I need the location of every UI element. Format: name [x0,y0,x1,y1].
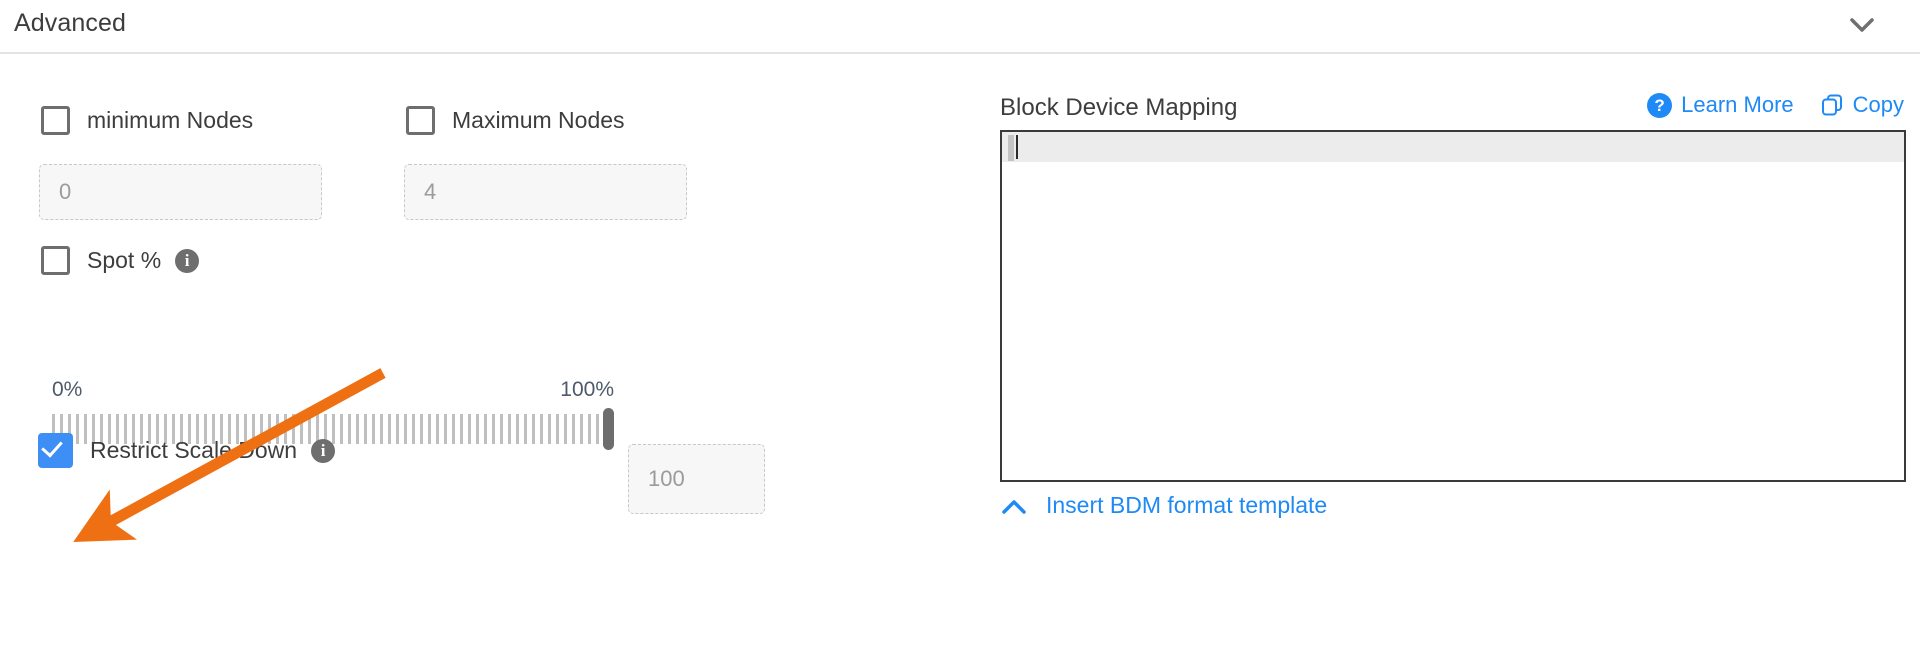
maximum-nodes-label: Maximum Nodes [452,107,625,133]
slider-min-label: 0% [52,378,83,401]
minimum-nodes-label: minimum Nodes [87,107,254,133]
editor-active-line [1002,132,1904,162]
minimum-nodes-checkbox[interactable] [41,106,70,135]
question-mark-icon: ? [1647,92,1673,118]
restrict-scale-down-label: Restrict Scale Down [90,437,298,463]
spot-percent-value-input[interactable]: 100 [628,444,765,514]
advanced-left-panel: minimum Nodes 0 Maximum Nodes 4 Spot % i… [0,54,960,656]
block-device-mapping-panel: Block Device Mapping ? Learn More Copy [1000,54,1920,656]
editor-caret [1016,135,1018,159]
advanced-section-header: Advanced [0,0,1920,54]
bdm-actions: ? Learn More Copy [1647,92,1904,118]
copy-button[interactable]: Copy [1820,92,1904,118]
minimum-nodes-row: minimum Nodes [41,106,253,135]
slider-max-label: 100% [560,378,614,401]
block-device-mapping-editor[interactable] [1000,130,1906,482]
maximum-nodes-input[interactable]: 4 [404,164,687,220]
learn-more-label: Learn More [1681,92,1794,117]
minimum-nodes-input[interactable]: 0 [39,164,322,220]
restrict-scale-down-row: Restrict Scale Down i [38,433,336,468]
spot-percent-row: Spot % i [41,246,200,275]
info-icon[interactable]: i [175,248,200,273]
collapse-section-button[interactable] [1842,9,1882,41]
info-icon[interactable]: i [311,438,336,463]
spot-percent-slider-thumb[interactable] [603,408,614,450]
learn-more-link[interactable]: ? Learn More [1647,92,1794,118]
page-title: Advanced [14,9,126,37]
block-device-mapping-title: Block Device Mapping [1000,94,1238,121]
maximum-nodes-row: Maximum Nodes [406,106,625,135]
spot-percent-label: Spot % [87,247,162,273]
spot-percent-checkbox[interactable] [41,246,70,275]
insert-bdm-format-template-link[interactable]: Insert BDM format template [1000,492,1327,519]
copy-label: Copy [1852,92,1904,117]
insert-bdm-format-template-label: Insert BDM format template [1046,492,1328,518]
copy-icon [1820,93,1844,117]
chevron-up-icon [1000,496,1028,516]
editor-gutter-mark [1008,135,1014,161]
restrict-scale-down-checkbox[interactable] [38,433,73,468]
maximum-nodes-checkbox[interactable] [406,106,435,135]
chevron-down-icon [1842,9,1882,41]
